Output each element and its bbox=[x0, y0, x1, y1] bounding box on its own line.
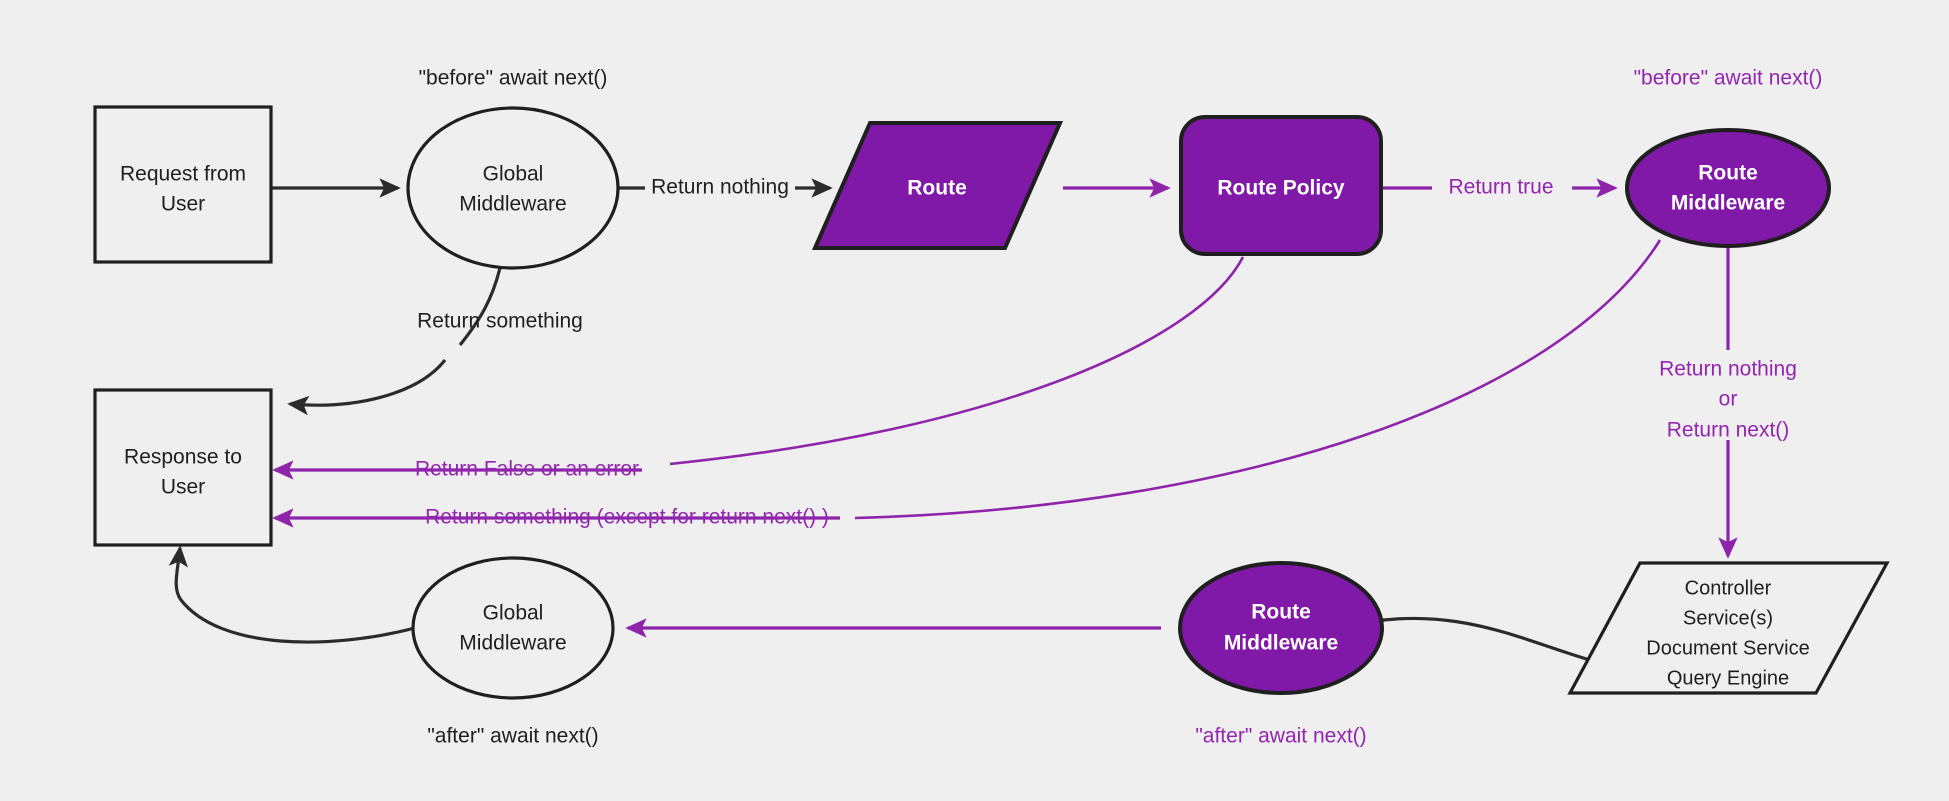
edge-label-return-something-top: Return something bbox=[417, 310, 583, 333]
global-middleware-top-label-line1: Global bbox=[483, 163, 544, 186]
route-parallelogram bbox=[811, 121, 1064, 250]
annotation-before-await-next-route: "before" await next() bbox=[1634, 67, 1823, 90]
global-middleware-bottom-label-line2: Middleware bbox=[459, 632, 566, 655]
response-to-user-label-line1: Response to bbox=[124, 446, 242, 469]
node-global-middleware-bottom[interactable]: Global Middleware bbox=[411, 556, 615, 700]
node-request-from-user[interactable]: Request from User bbox=[93, 105, 273, 264]
route-middleware-top-ellipse bbox=[1625, 128, 1831, 248]
node-route-middleware-top[interactable]: Route Middleware bbox=[1625, 128, 1831, 248]
node-controller-services[interactable]: Controller Service(s) Document Service Q… bbox=[1567, 561, 1890, 695]
route-policy-box bbox=[1179, 115, 1383, 256]
controller-services-parallelogram bbox=[1567, 561, 1890, 695]
edge-global-mw-bottom-to-response bbox=[168, 545, 416, 644]
node-global-middleware-top[interactable]: Global Middleware bbox=[406, 106, 620, 270]
edge-global-return-something-to-response bbox=[287, 359, 447, 416]
global-middleware-top-label-line2: Middleware bbox=[459, 193, 566, 216]
route-label: Route bbox=[907, 177, 967, 200]
response-to-user-box bbox=[93, 388, 273, 547]
global-middleware-top-ellipse bbox=[406, 106, 620, 270]
edge-label-return-something-except: Return something (except for return next… bbox=[425, 506, 829, 529]
request-from-user-box bbox=[93, 105, 273, 264]
route-middleware-bottom-ellipse bbox=[1178, 561, 1384, 695]
edge-route-mw-return-something-curve bbox=[854, 239, 1662, 520]
request-from-user-label-line2: User bbox=[161, 193, 205, 216]
global-middleware-bottom-label-line1: Global bbox=[483, 602, 544, 625]
annotation-after-await-next-global: "after" await next() bbox=[427, 725, 598, 748]
route-middleware-top-label-line2: Middleware bbox=[1671, 192, 1785, 215]
request-from-user-label-line1: Request from bbox=[120, 163, 246, 186]
edge-global-return-something-upper bbox=[458, 267, 502, 346]
edge-label-return-false-or-error: Return False or an error bbox=[415, 458, 639, 481]
route-middleware-top-label-line1: Route bbox=[1698, 162, 1758, 185]
annotation-before-await-next-global: "before" await next() bbox=[419, 67, 608, 90]
edge-policy-return-false-curve bbox=[669, 256, 1245, 466]
edge-label-return-true: Return true bbox=[1448, 176, 1553, 199]
node-route-policy[interactable]: Route Policy bbox=[1179, 115, 1383, 256]
controller-services-label-line3: Document Service bbox=[1646, 637, 1809, 659]
edge-label-return-nothing-or-next-line2: or bbox=[1719, 388, 1738, 411]
edge-label-return-nothing-or-next-line1: Return nothing bbox=[1659, 358, 1797, 381]
route-policy-label: Route Policy bbox=[1217, 177, 1345, 200]
controller-services-label-line2: Service(s) bbox=[1683, 607, 1773, 629]
edge-label-return-nothing-or-next-line3: Return next() bbox=[1667, 419, 1790, 442]
edge-label-return-nothing: Return nothing bbox=[651, 176, 789, 199]
global-middleware-bottom-ellipse bbox=[411, 556, 615, 700]
controller-services-label-line4: Query Engine bbox=[1667, 667, 1789, 689]
node-route[interactable]: Route bbox=[811, 121, 1064, 250]
node-response-to-user[interactable]: Response to User bbox=[93, 388, 273, 547]
annotation-after-await-next-route: "after" await next() bbox=[1195, 725, 1366, 748]
controller-services-label-line1: Controller bbox=[1685, 577, 1772, 599]
response-to-user-label-line2: User bbox=[161, 476, 205, 499]
node-route-middleware-bottom[interactable]: Route Middleware bbox=[1178, 561, 1384, 695]
route-middleware-bottom-label-line1: Route bbox=[1251, 601, 1311, 624]
route-middleware-bottom-label-line2: Middleware bbox=[1224, 632, 1338, 655]
